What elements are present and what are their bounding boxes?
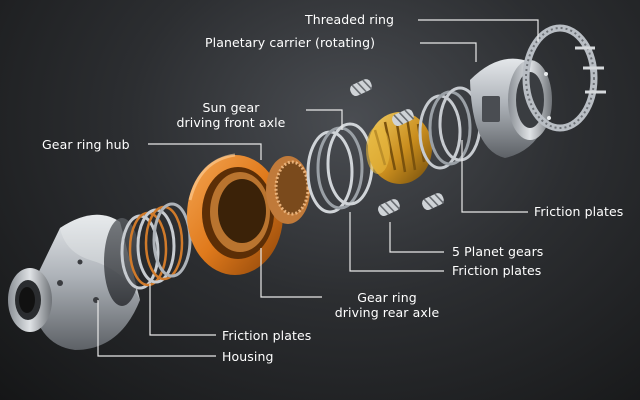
label-sun-gear: Sun gear driving front axle [160,100,302,130]
housing-part [8,214,140,350]
label-friction-plates-left: Friction plates [222,328,312,343]
gear-ring-hub-part [266,156,310,224]
label-gear-ring-line2: driving rear axle [334,305,440,320]
planetary-carrier-part [470,58,552,158]
planet-gears-part [350,79,445,217]
label-planetary-carrier: Planetary carrier (rotating) [205,35,376,50]
label-friction-plates-right: Friction plates [534,204,624,219]
sun-gear-part [366,112,432,184]
label-planet-gears: 5 Planet gears [452,244,544,259]
friction-plates-left-part [120,202,192,290]
label-housing: Housing [222,349,274,364]
friction-plates-middle-part [306,122,374,214]
gear-ring-part [187,153,283,275]
label-gear-ring-line1: Gear ring [357,290,417,305]
label-gear-ring-hub: Gear ring hub [42,137,130,152]
label-sun-gear-line1: Sun gear [202,100,260,115]
label-sun-gear-line2: driving front axle [176,115,286,130]
label-threaded-ring: Threaded ring [305,12,395,27]
leader-lines [97,19,539,357]
threaded-ring-part [522,24,606,132]
label-friction-plates-middle: Friction plates [452,263,542,278]
label-gear-ring: Gear ring driving rear axle [318,290,456,320]
